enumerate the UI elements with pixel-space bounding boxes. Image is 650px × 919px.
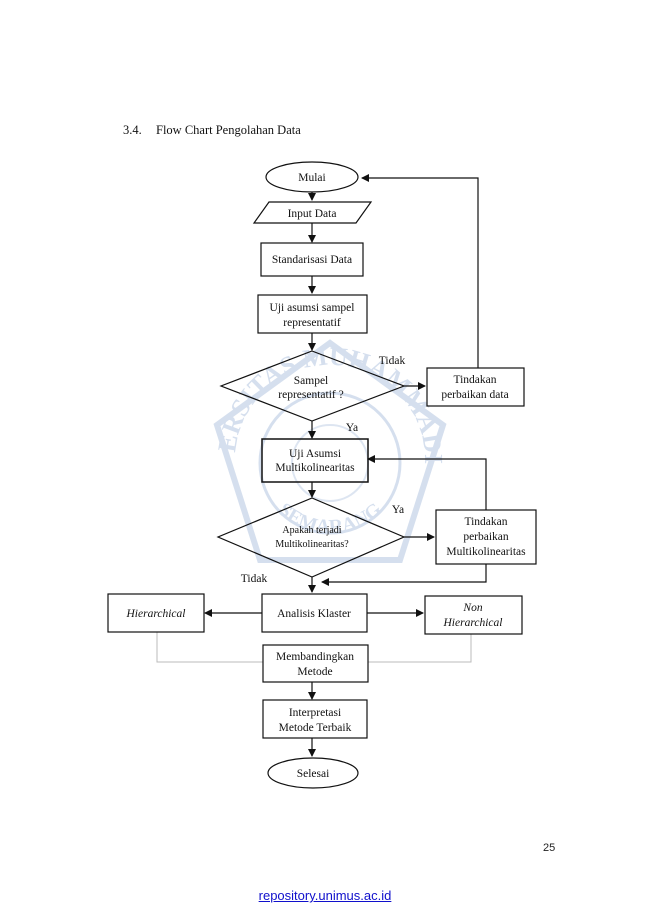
multicollinearity-test-label-1: Uji Asumsi: [289, 448, 341, 460]
input-data-shape: [252, 201, 373, 224]
yes-label-2: Ya: [392, 504, 404, 516]
fix-data-label-2: perbaikan data: [441, 389, 508, 401]
fix-multicollinearity-label-2: perbaikan: [463, 531, 509, 543]
fix-data-label-1: Tindakan: [453, 374, 496, 386]
section-number: 3.4.: [123, 123, 142, 137]
decision-sample-diamond: [219, 350, 406, 422]
no-label-1: Tidak: [379, 355, 406, 367]
fix-multicollinearity-label-3: Multikolinearitas: [446, 546, 526, 558]
decision-multicollinearity-label-1: Apakah terjadi: [282, 525, 341, 536]
connectors: [204, 174, 487, 757]
repository-link[interactable]: repository.unimus.ac.id: [258, 888, 392, 903]
page-number: 25: [543, 842, 556, 854]
standardize-box: [260, 242, 364, 277]
end-terminal: [267, 757, 359, 789]
decision-sample-label-2: representatif ?: [278, 389, 343, 401]
compare-methods-label-2: Metode: [297, 666, 332, 678]
interpret-label-1: Interpretasi: [289, 707, 341, 719]
flow-labels: Mulai Input Data Standarisasi Data Uji a…: [126, 172, 527, 780]
hierarchical-box: [107, 593, 205, 633]
interpret-box: [262, 699, 368, 739]
start-terminal: [265, 161, 359, 193]
cluster-analysis-box: [261, 593, 368, 633]
fix-multicollinearity-label-1: Tindakan: [464, 516, 507, 528]
section-title: Flow Chart Pengolahan Data: [156, 123, 301, 137]
compare-methods-box: [262, 644, 369, 683]
decision-multicollinearity-diamond: [216, 497, 406, 578]
assumption-sample-box: [257, 294, 368, 334]
yes-label-1: Ya: [346, 422, 358, 434]
non-hierarchical-box: [424, 595, 523, 635]
section-heading: 3.4. Flow Chart Pengolahan Data: [123, 123, 301, 138]
multicollinearity-test-box: [261, 438, 369, 483]
cluster-analysis-label: Analisis Klaster: [277, 608, 351, 620]
decision-multicollinearity-label-2: Multikolinearitas?: [275, 539, 349, 550]
flow-shapes: [107, 161, 537, 789]
university-seal-watermark: UNIVERSITAS MUHAMMADIYAH SEMARANG: [205, 335, 448, 563]
assumption-sample-label-2: representatif: [283, 317, 341, 329]
interpret-label-2: Metode Terbaik: [279, 722, 352, 734]
end-label: Selesai: [297, 768, 330, 780]
standardize-label: Standarisasi Data: [272, 254, 352, 266]
start-label: Mulai: [298, 172, 325, 184]
decision-sample-label-1: Sampel: [294, 375, 329, 387]
non-hierarchical-label-1: Non: [462, 602, 482, 614]
compare-methods-label-1: Membandingkan: [276, 651, 354, 663]
fix-data-box: [426, 367, 525, 407]
non-hierarchical-label-2: Hierarchical: [443, 617, 503, 629]
no-label-2: Tidak: [241, 573, 268, 585]
hierarchical-label: Hierarchical: [126, 608, 186, 620]
assumption-sample-label-1: Uji asumsi sampel: [270, 302, 355, 314]
input-data-label: Input Data: [288, 208, 337, 220]
multicollinearity-test-label-2: Multikolinearitas: [275, 462, 355, 474]
gray-connectors: [156, 632, 472, 663]
fix-multicollinearity-box: [435, 509, 537, 565]
